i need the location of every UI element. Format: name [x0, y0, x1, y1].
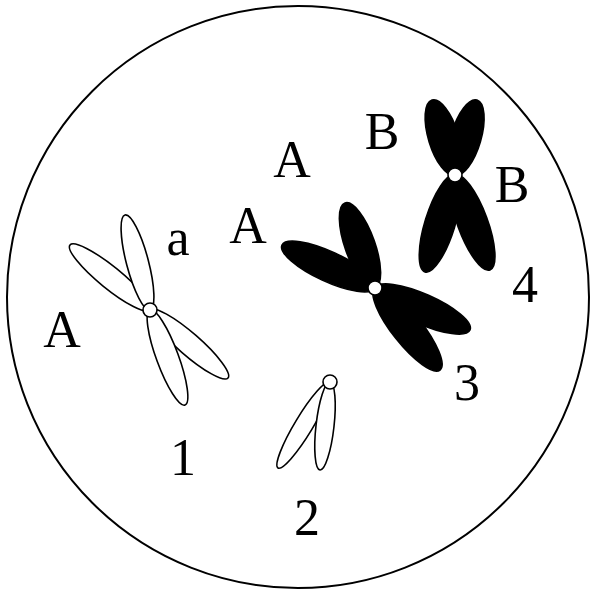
centromere — [143, 303, 157, 317]
chromosome-number: 2 — [294, 492, 320, 544]
chromatid-arm — [441, 96, 492, 179]
chromosome — [270, 375, 339, 473]
chromatid-arm — [363, 279, 452, 380]
chromosomes — [63, 96, 504, 473]
chromosome-number: 3 — [454, 357, 480, 409]
gene-label: B — [495, 159, 530, 211]
centromere — [323, 375, 337, 389]
chromatid-arm — [331, 198, 389, 293]
gene-label: A — [43, 304, 81, 356]
chromosome-number: 4 — [512, 259, 538, 311]
gene-label: A — [273, 134, 311, 186]
chromosome — [411, 96, 504, 277]
chromatid-arm — [114, 212, 160, 313]
cell-outline — [7, 6, 589, 588]
gene-label: B — [365, 106, 400, 158]
chromosome-number: 1 — [170, 432, 196, 484]
gene-label: A — [229, 200, 267, 252]
centromere — [448, 168, 462, 182]
chromatid-arm — [441, 170, 504, 275]
chromatid-arm — [140, 306, 196, 409]
chromatid-arm — [311, 381, 339, 471]
gene-label: a — [166, 212, 189, 264]
centromere — [368, 281, 382, 295]
chromosome — [63, 212, 235, 409]
